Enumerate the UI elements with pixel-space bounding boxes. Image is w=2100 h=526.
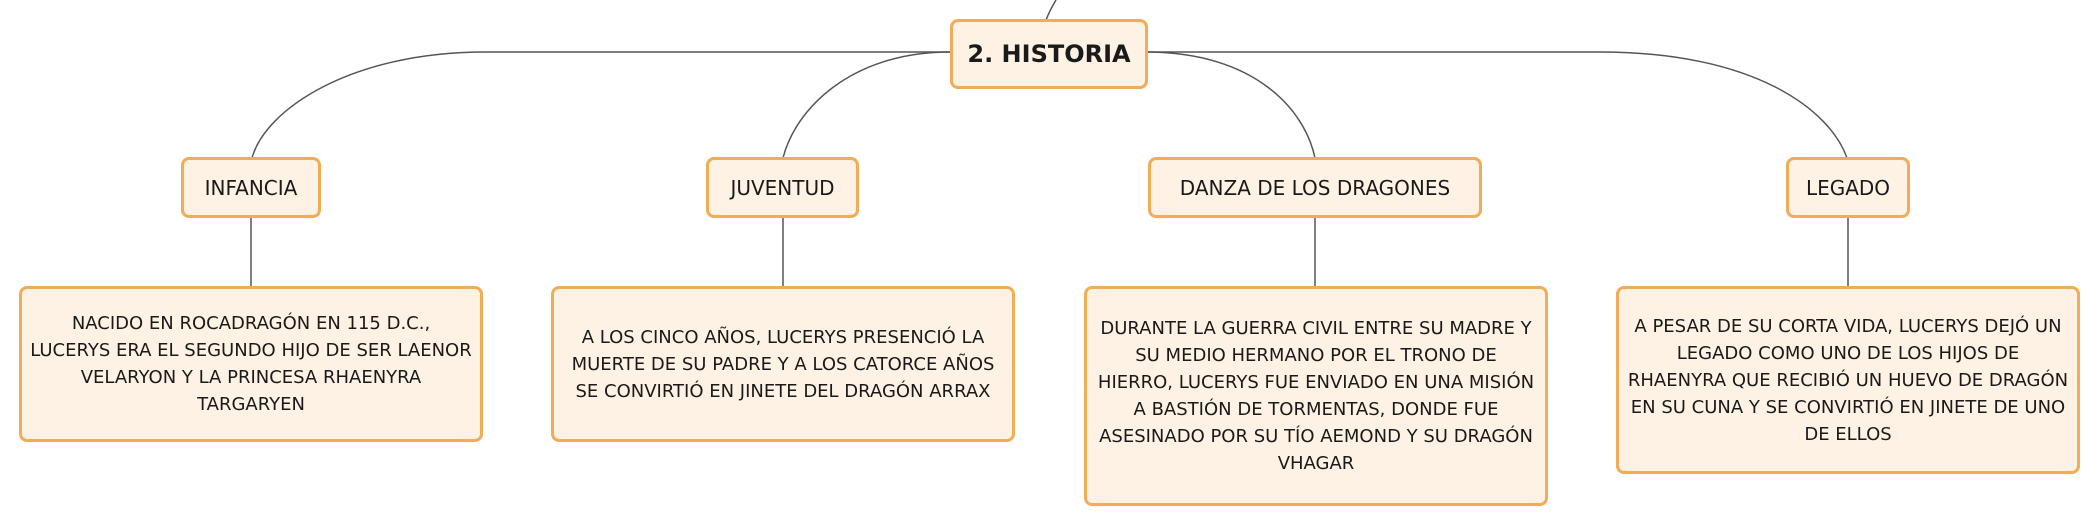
detail-text: A LOS CINCO AÑOS, LUCERYS PRESENCIÓ LA M…: [571, 326, 995, 402]
topic-label: INFANCIA: [204, 175, 298, 200]
detail-text: DURANTE LA GUERRA CIVIL ENTRE SU MADRE Y…: [1097, 318, 1535, 474]
connector-root-danza: [1145, 51, 1316, 159]
topic-label: DANZA DE LOS DRAGONES: [1179, 175, 1451, 200]
detail-node-legado[interactable]: A PESAR DE SU CORTA VIDA, LUCERYS DEJÓ U…: [1616, 286, 2080, 474]
detail-node-juventud[interactable]: A LOS CINCO AÑOS, LUCERYS PRESENCIÓ LA M…: [551, 286, 1015, 442]
root-label: 2. HISTORIA: [967, 40, 1131, 68]
detail-node-danza-de-los-dragones[interactable]: DURANTE LA GUERRA CIVIL ENTRE SU MADRE Y…: [1084, 286, 1548, 506]
detail-text: A PESAR DE SU CORTA VIDA, LUCERYS DEJÓ U…: [1627, 315, 2069, 445]
connector-root-infancia: [251, 51, 950, 159]
topic-node-infancia[interactable]: INFANCIA: [181, 157, 321, 218]
detail-node-infancia[interactable]: NACIDO EN ROCADRAGÓN EN 115 D.C., LUCERY…: [19, 286, 483, 442]
connector-parent: [1045, 0, 1057, 21]
connector-root-legado: [1146, 51, 1848, 159]
topic-node-danza-de-los-dragones[interactable]: DANZA DE LOS DRAGONES: [1148, 157, 1482, 218]
detail-text: NACIDO EN ROCADRAGÓN EN 115 D.C., LUCERY…: [30, 313, 472, 415]
connector-root-juventud: [782, 51, 951, 159]
topic-label: JUVENTUD: [730, 175, 835, 200]
topic-node-legado[interactable]: LEGADO: [1786, 157, 1910, 218]
topic-label: LEGADO: [1805, 175, 1891, 200]
topic-node-juventud[interactable]: JUVENTUD: [706, 157, 859, 218]
root-node[interactable]: 2. HISTORIA: [950, 19, 1148, 89]
